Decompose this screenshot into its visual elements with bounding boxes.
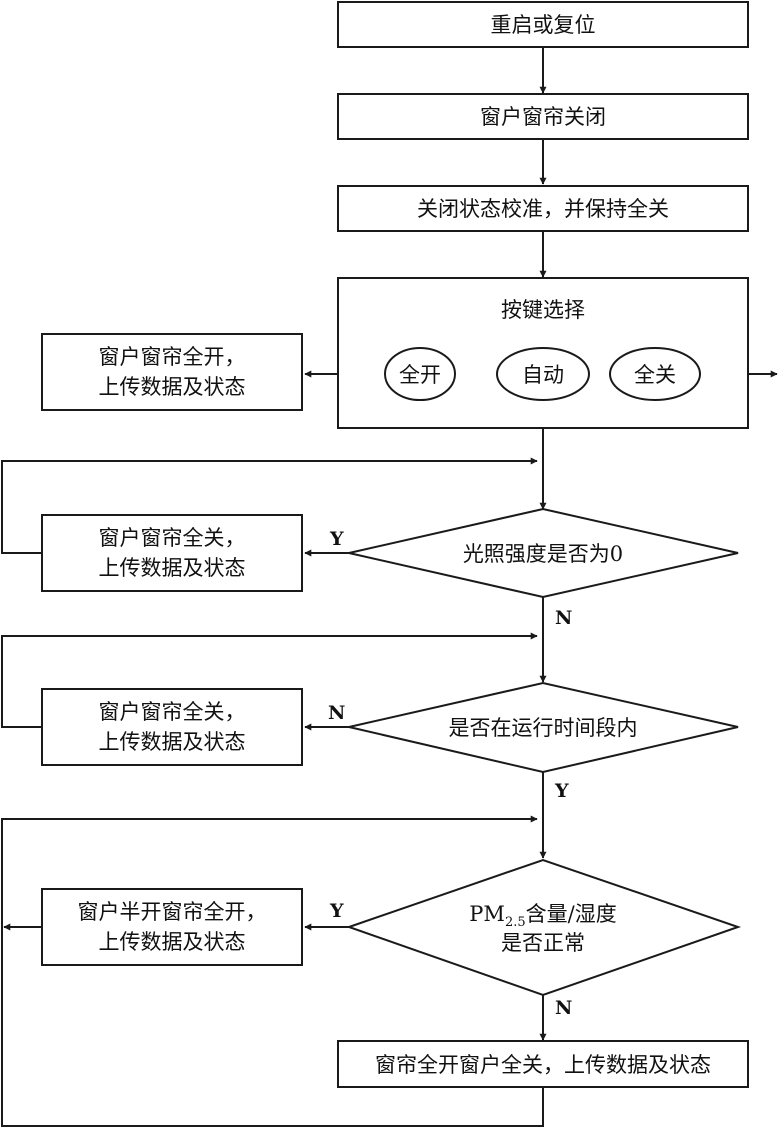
decision-pm: [345, 858, 742, 997]
box-restart-label: 重启或复位: [491, 13, 596, 37]
pm-suffix: 含量/湿度: [526, 902, 617, 926]
box-close-all-label: 窗户窗帘关闭: [480, 105, 606, 129]
option-all-close-label: 全关: [634, 363, 676, 387]
decision-pm-line2: 是否正常: [501, 931, 585, 955]
decision-pm-label: PM2.5含量/湿度: [469, 902, 616, 930]
key-select-title: 按键选择: [501, 298, 585, 322]
option-all-close: [609, 347, 701, 401]
result-light-line2: 上传数据及状态: [99, 556, 246, 580]
pm-subscript: 2.5: [505, 915, 526, 930]
result-pm-line2: 上传数据及状态: [99, 930, 246, 954]
box-result-pm: [41, 888, 303, 966]
option-all-open: [384, 347, 456, 401]
decision-light: [348, 507, 739, 599]
loop-final-back: [1, 815, 544, 1127]
box-restart: [337, 1, 749, 48]
result-final-label: 窗帘全开窗户全关，上传数据及状态: [375, 1053, 711, 1077]
decision-time-label: 是否在运行时间段内: [449, 716, 638, 740]
label-pm-no: N: [555, 997, 572, 1019]
connectors: [1, 47, 778, 1127]
loop-light-back: [1, 457, 538, 554]
box-calibrate: [337, 185, 749, 232]
label-light-no: N: [555, 607, 572, 629]
option-auto-label: 自动: [522, 363, 564, 387]
box-result-time: [41, 688, 303, 766]
result-light-line1: 窗户窗帘全关，: [99, 526, 246, 550]
result-time-line2: 上传数据及状态: [99, 730, 246, 754]
label-time-no: N: [328, 702, 345, 724]
box-result-final: [337, 1040, 749, 1088]
box-result-light: [41, 514, 303, 592]
pm-prefix: PM: [469, 902, 505, 926]
label-time-yes: Y: [554, 780, 569, 802]
result-open-line2: 上传数据及状态: [99, 375, 246, 399]
box-calibrate-label: 关闭状态校准，并保持全关: [417, 197, 669, 221]
box-result-open: [41, 333, 303, 411]
decision-light-label: 光照强度是否为0: [463, 542, 623, 566]
label-light-yes: Y: [329, 528, 344, 550]
box-close-all: [337, 93, 749, 140]
result-pm-line1: 窗户半开窗帘全开，: [78, 900, 267, 924]
option-auto: [496, 347, 590, 401]
result-time-line1: 窗户窗帘全关，: [99, 700, 246, 724]
decision-time: [348, 681, 739, 774]
loop-time-back: [1, 632, 538, 728]
label-pm-yes: Y: [329, 900, 344, 922]
option-all-open-label: 全开: [399, 363, 441, 387]
result-open-line1: 窗户窗帘全开，: [99, 345, 246, 369]
